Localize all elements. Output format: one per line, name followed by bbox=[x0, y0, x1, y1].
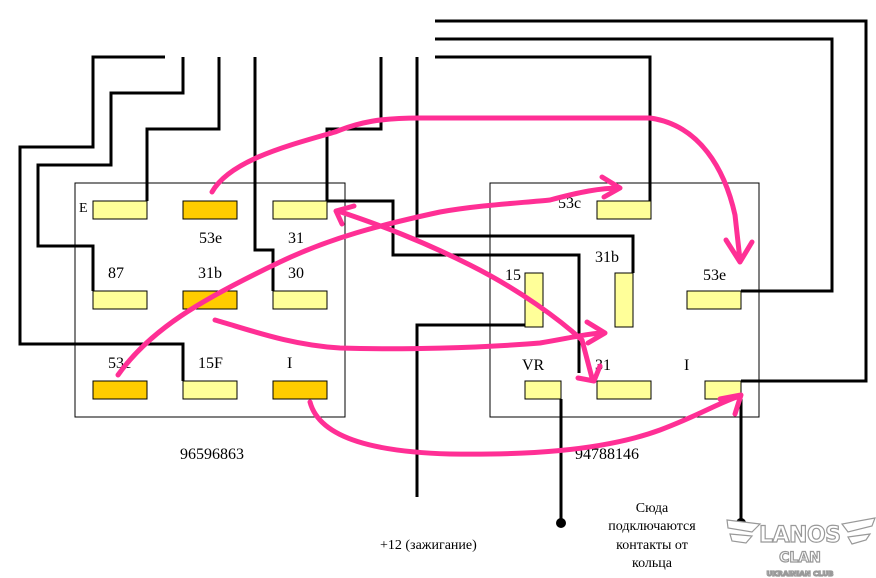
arrow-53e-to-53e bbox=[209, 115, 755, 265]
right-terminal-53c bbox=[596, 200, 652, 220]
terminal-dot-vr bbox=[556, 518, 566, 528]
wire-31 bbox=[325, 57, 581, 373]
left-label-31: 31 bbox=[288, 230, 304, 247]
wire-53c bbox=[435, 55, 652, 201]
left-part-number: 96596863 bbox=[180, 446, 244, 463]
left-terminal-e bbox=[92, 200, 148, 220]
right-terminals: 53c 15 31b 53e VR 31 I 94788146 bbox=[505, 195, 742, 463]
left-label-87: 87 bbox=[108, 265, 124, 282]
wire-31b bbox=[415, 57, 635, 273]
right-label-vr: VR bbox=[522, 357, 545, 374]
right-connector-body bbox=[489, 182, 760, 418]
left-terminal-31 bbox=[272, 200, 328, 220]
left-terminal-30 bbox=[272, 290, 328, 310]
right-part-number: 94788146 bbox=[575, 446, 639, 463]
wire-e bbox=[145, 57, 221, 201]
right-label-53e: 53e bbox=[703, 267, 726, 284]
right-terminal-31 bbox=[596, 380, 652, 400]
left-label-31b: 31b bbox=[198, 265, 222, 282]
ignition-note: +12 (зажигание) bbox=[380, 538, 477, 553]
logo-name: LANOS bbox=[759, 523, 841, 548]
ring-note-line: контакты от bbox=[616, 538, 688, 553]
right-terminal-53e bbox=[686, 290, 742, 310]
arrow-31b-to-31 bbox=[212, 317, 608, 352]
connection-arrows bbox=[115, 115, 755, 457]
right-label-i: I bbox=[684, 357, 689, 374]
lanos-clan-logo: LANOS CLAN UKRAINIAN CLUB bbox=[726, 517, 876, 578]
wire-15-ignition bbox=[415, 323, 525, 497]
left-terminal-53e bbox=[182, 200, 238, 220]
arrow-i-to-i bbox=[307, 392, 744, 457]
wire-i bbox=[435, 19, 868, 383]
left-label-e: E bbox=[79, 201, 88, 216]
right-terminal-31b bbox=[614, 272, 634, 328]
left-label-53e: 53e bbox=[199, 230, 222, 247]
left-label-30: 30 bbox=[288, 265, 304, 282]
wires bbox=[18, 19, 868, 528]
logo-wing-left bbox=[726, 519, 762, 544]
left-connector-body bbox=[74, 182, 346, 418]
logo-wing-right bbox=[840, 517, 876, 545]
logo-tagline: UKRAINIAN CLUB bbox=[766, 570, 833, 578]
right-label-31b: 31b bbox=[595, 249, 619, 266]
ring-note-line: подключаются bbox=[608, 519, 696, 534]
ring-contacts-note: Сюда подключаются контакты от кольца bbox=[608, 501, 696, 571]
ring-note-line: Сюда bbox=[636, 501, 669, 516]
left-label-i: I bbox=[287, 355, 292, 372]
left-label-15f: 15F bbox=[198, 355, 223, 372]
left-terminal-i bbox=[272, 380, 328, 400]
left-terminal-53c bbox=[92, 380, 148, 400]
arrow-31-to-31 bbox=[333, 203, 603, 384]
wire-87 bbox=[36, 57, 185, 291]
right-label-53c: 53c bbox=[558, 195, 581, 212]
wire-53e bbox=[435, 37, 834, 293]
right-terminal-vr bbox=[524, 380, 562, 400]
logo-sub: CLAN bbox=[779, 550, 821, 566]
ring-note-line: кольца bbox=[632, 556, 673, 571]
wire-30 bbox=[253, 57, 275, 291]
left-terminal-15f bbox=[182, 380, 238, 400]
left-terminal-87 bbox=[92, 290, 148, 310]
arrow-53c-to-53c bbox=[115, 174, 623, 378]
left-terminals: E 53e 31 87 31b 30 53c 15F I 96596863 bbox=[79, 200, 328, 463]
wire-15f bbox=[18, 55, 185, 381]
right-label-15: 15 bbox=[505, 267, 521, 284]
